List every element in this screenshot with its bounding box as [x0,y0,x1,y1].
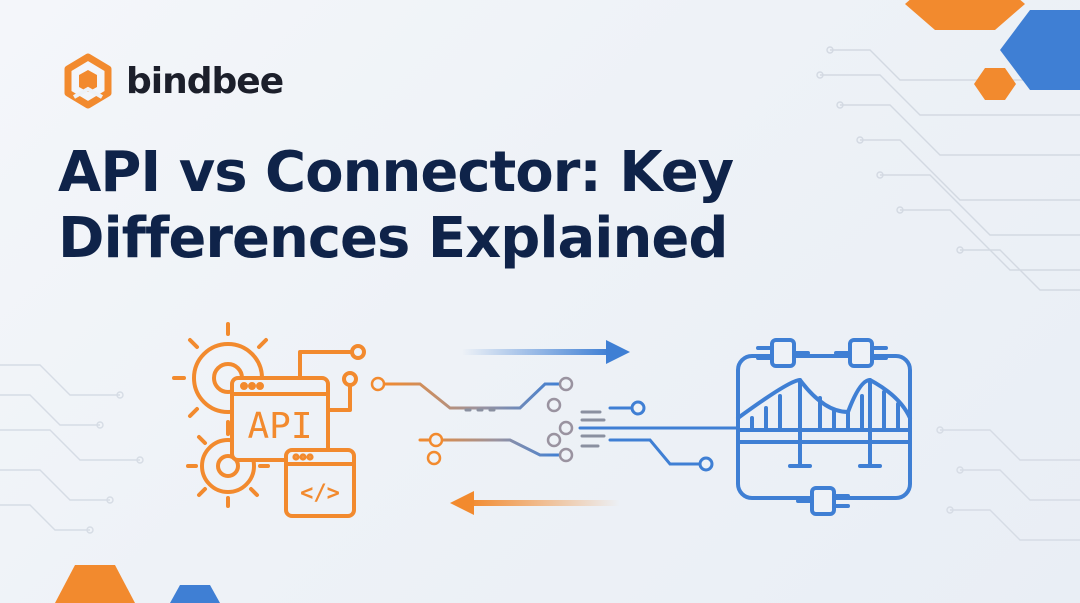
circuit-traces-top-right [816,46,1080,291]
wire-node [426,450,442,466]
plug-icon [756,338,810,368]
wire-node [546,432,562,448]
wire-dashes [464,408,606,448]
wire-node [428,432,444,448]
wire-node [558,376,574,392]
title-line-2: Differences Explained [58,206,728,271]
code-symbol: </> [300,481,340,506]
bridge-icon [736,354,912,500]
hexagons-top-right [905,0,1080,100]
plug-icon [834,338,888,368]
circuit-traces-bottom-right [936,426,1080,541]
page-title: API vs Connector: Key Differences Explai… [58,140,998,272]
arrow-left-icon [450,491,620,515]
hexagons-bottom-left [55,565,220,603]
wire-node [546,397,562,413]
gear-icon [186,424,270,508]
arrow-right-icon [462,340,630,364]
api-badge-label: API [247,406,312,447]
hexagon-orange-large [905,0,1025,30]
wire-node [558,447,574,463]
hexagon-blue-large [1000,10,1080,90]
circuit-traces-left [0,364,144,534]
code-window-icon [284,448,356,518]
hexagon-blue-bottom [170,585,220,603]
api-connection-lines [298,344,366,412]
browser-window-icon [230,376,330,462]
bindbee-hexagon-icon [64,53,112,109]
hexagon-orange-small [974,68,1016,100]
connector-wires [578,400,740,472]
data-wires [326,382,562,460]
brand-name: bindbee [126,60,284,102]
hexagon-orange-bottom [55,565,135,603]
plug-icon [796,486,850,516]
wire-node [370,376,386,392]
wire-node [558,420,574,436]
title-line-1: API vs Connector: Key [58,140,734,205]
brand-logo[interactable]: bindbee [60,53,284,109]
